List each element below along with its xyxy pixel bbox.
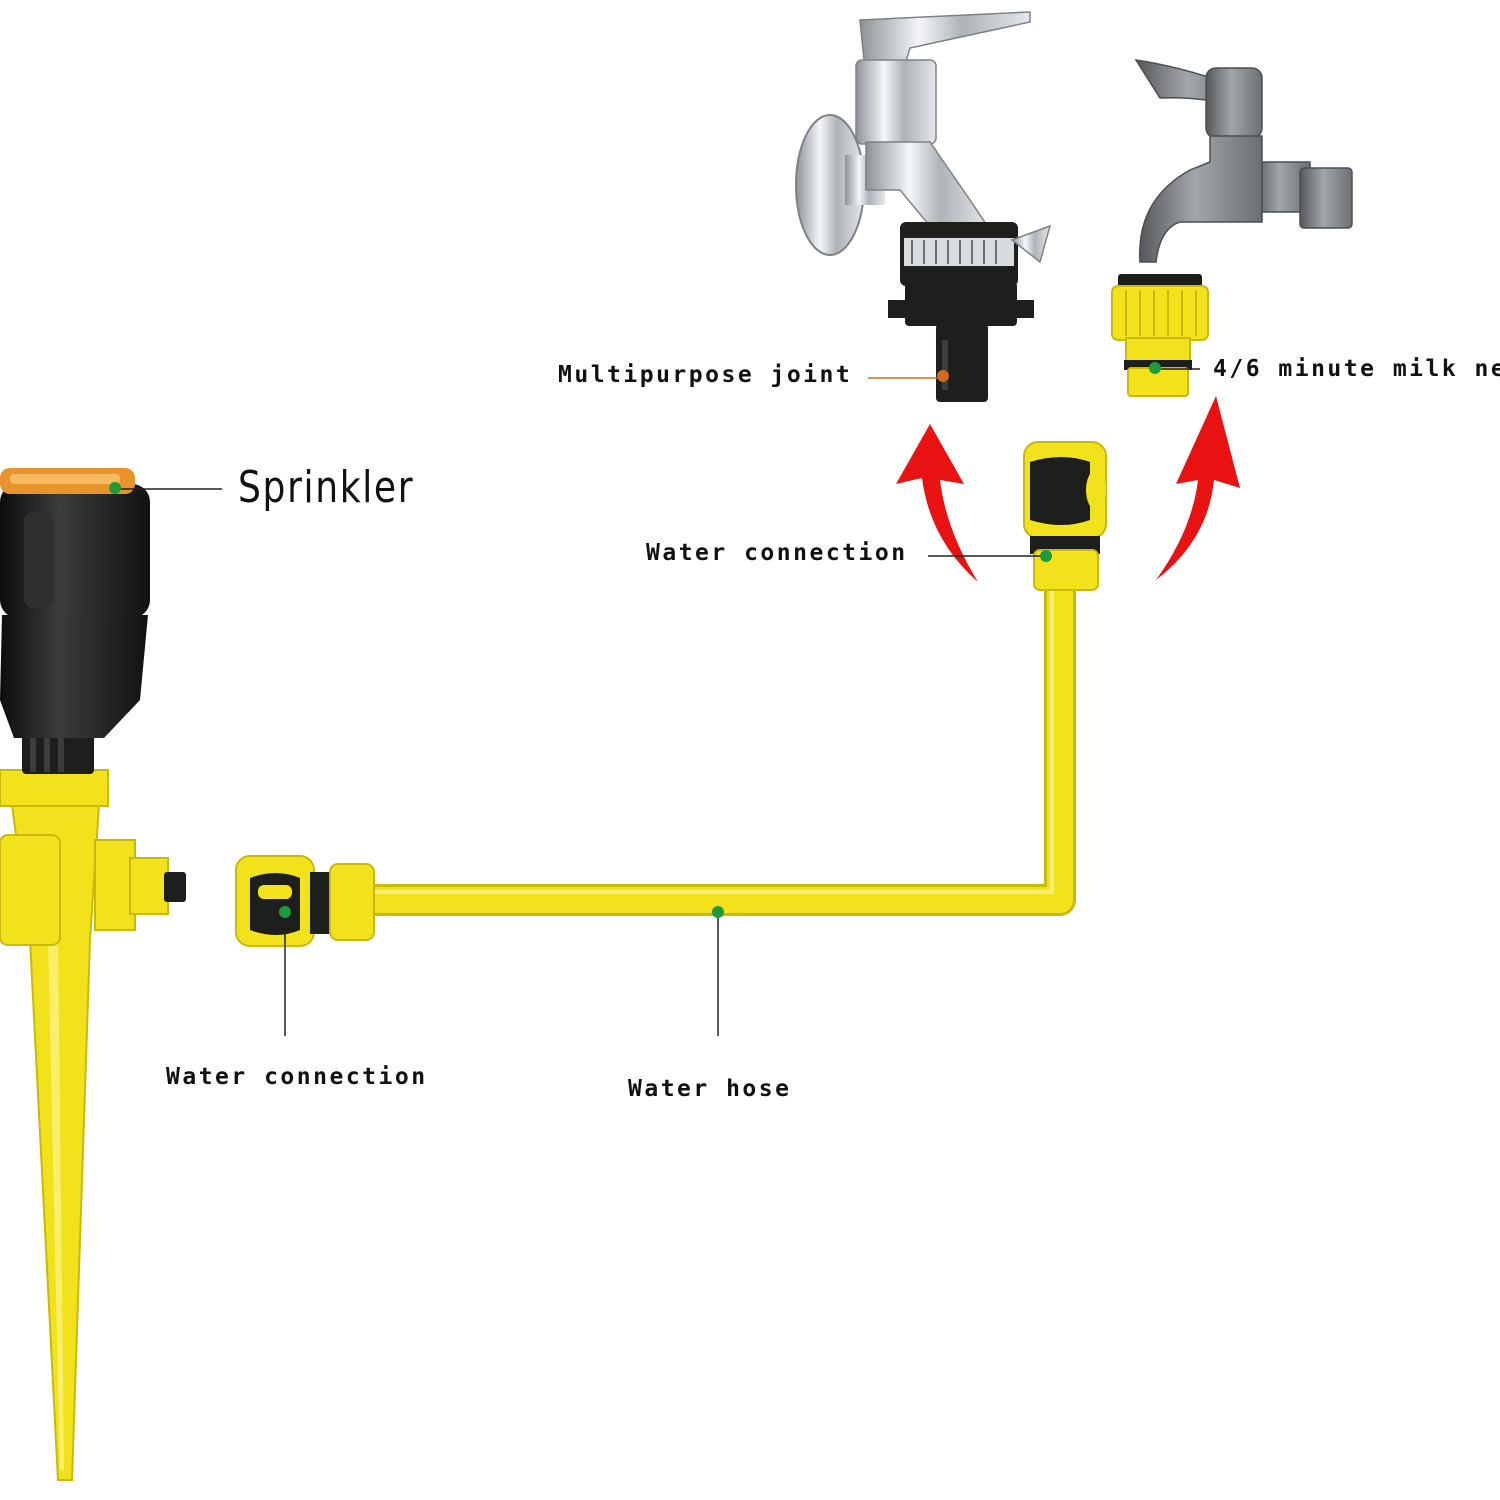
- label-water-hose: Water hose: [628, 1076, 792, 1102]
- faucet-icon: [1111, 59, 1353, 397]
- sprinkler-icon: [0, 468, 186, 1481]
- faucet-icon: [795, 11, 1052, 402]
- arrow-up-icon: [1156, 396, 1240, 580]
- water-hose: [372, 580, 1076, 918]
- leader-lines: [121, 368, 1200, 1036]
- label-sprinkler: Sprinkler: [238, 462, 415, 513]
- arrow-up-icon: [896, 424, 978, 582]
- label-multipurpose-joint: Multipurpose joint: [558, 362, 853, 388]
- label-water-connection-bottom: Water connection: [166, 1064, 428, 1090]
- hose-connector-icon: [235, 855, 375, 947]
- hose-connector-icon: [1023, 441, 1107, 591]
- label-water-connection-top: Water connection: [646, 540, 908, 566]
- label-milk-nozzle: 4/6 minute milk ne: [1213, 356, 1500, 382]
